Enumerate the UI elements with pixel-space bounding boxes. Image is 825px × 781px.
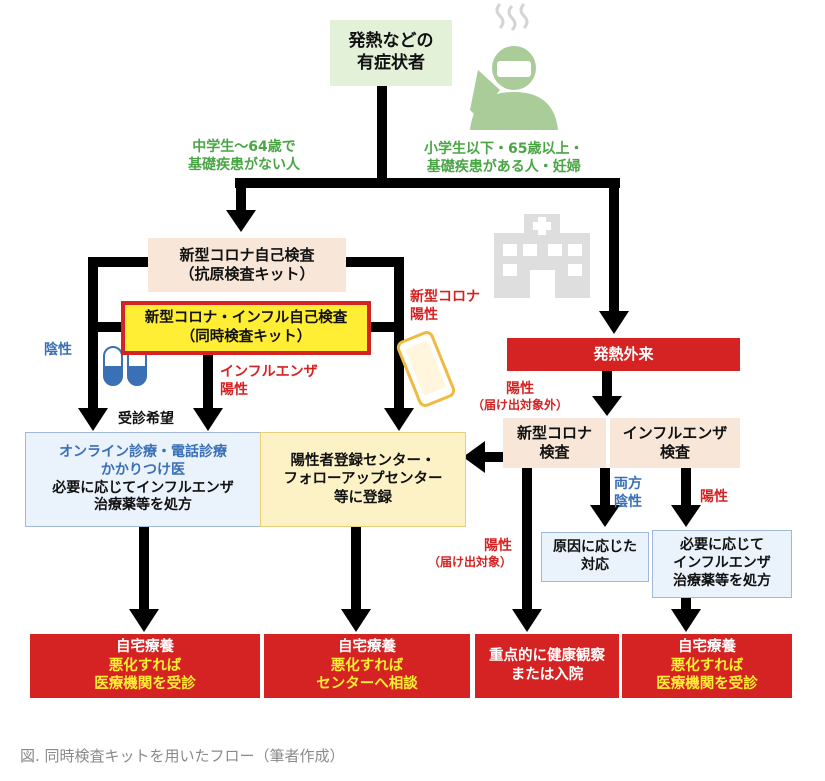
- register-line3: 等に登録: [334, 489, 392, 506]
- register-line2: フォローアップセンター: [283, 471, 443, 488]
- online-line1: オンライン診療・電話診療: [59, 443, 227, 460]
- label-positive-excluded-line1: 陽性: [506, 381, 534, 397]
- corona-test-line1: 新型コロナ: [516, 423, 592, 442]
- home3-line3: 医療機関を受診: [656, 676, 758, 693]
- label-both-negative-line1: 両方: [614, 476, 642, 492]
- self-test-line1: 新型コロナ自己検査: [179, 245, 315, 264]
- self-test-node: 新型コロナ自己検査 （抗原検査キット）: [148, 238, 346, 292]
- prescribe-line3: 治療薬等を処方: [673, 572, 771, 589]
- label-elderly-line2: 基礎疾患がある人・妊婦: [426, 159, 581, 176]
- capsule-pills-icon: [103, 346, 147, 386]
- combo-test-line1: 新型コロナ・インフル自己検査: [144, 310, 348, 327]
- label-corona-positive: 新型コロナ 陽性: [410, 288, 480, 324]
- combo-test-node: 新型コロナ・インフル自己検査 （同時検査キット）: [121, 301, 371, 355]
- fever-clinic-node: 発熱外来: [507, 338, 740, 371]
- home1-line3: 医療機関を受診: [94, 676, 196, 693]
- home-care-node-2: 自宅療養 悪化すれば センターへ相談: [264, 634, 470, 698]
- prescribe-line2: インフルエンザ: [673, 555, 771, 572]
- label-corona-positive-line1: 新型コロナ: [410, 289, 480, 305]
- fever-clinic-label: 発熱外来: [593, 344, 654, 363]
- home2-line3: センターへ相談: [316, 676, 418, 693]
- label-young-line1: 中学生〜64歳で: [192, 139, 296, 155]
- label-positive-reportable: 陽性 （届け出対象）: [428, 537, 512, 571]
- start-node: 発熱などの 有症状者: [330, 20, 452, 86]
- flu-test-line1: インフルエンザ: [622, 423, 728, 442]
- register-line1: 陽性者登録センター・: [290, 452, 436, 469]
- label-positive-excluded: 陽性 （届け出対象外）: [472, 380, 568, 414]
- label-positive-reportable-line2: （届け出対象）: [428, 555, 513, 570]
- combo-test-line2: （同時検査キット）: [180, 329, 312, 345]
- label-positive: 陽性: [700, 489, 728, 505]
- home-care-node-3: 自宅療養 悪化すれば 医療機関を受診: [622, 634, 792, 698]
- cause-node: 原因に応じた 対応: [541, 532, 649, 582]
- online-line4: 治療薬等を処方: [94, 497, 192, 514]
- corona-test-node: 新型コロナ 検査: [503, 418, 606, 468]
- flu-test-node: インフルエンザ 検査: [610, 418, 740, 468]
- home3-line1: 自宅療養: [678, 639, 736, 656]
- flu-test-line2: 検査: [659, 443, 690, 461]
- start-line1: 発熱などの: [348, 31, 434, 52]
- label-elderly-line1: 小学生以下・65歳以上・: [424, 141, 584, 157]
- observe-line1: 重点的に健康観察: [489, 648, 605, 665]
- feverish-person-icon: [470, 2, 558, 130]
- prescribe-line1: 必要に応じて: [680, 537, 764, 554]
- label-wish: 受診希望: [118, 411, 174, 427]
- smartphone-icon: [396, 331, 456, 407]
- online-care-node: オンライン診療・電話診療 かかりつけ医 必要に応じてインフルエンザ 治療薬等を処…: [25, 432, 261, 527]
- figure-caption: 図. 同時検査キットを用いたフロー（筆者作成）: [20, 747, 345, 765]
- home1-line2: 悪化すれば: [108, 657, 182, 674]
- label-young: 中学生〜64歳で 基礎疾患がない人: [188, 138, 300, 174]
- label-young-line2: 基礎疾患がない人: [188, 157, 300, 174]
- label-negative: 陰性: [44, 342, 72, 358]
- label-both-negative: 両方 陰性: [614, 475, 642, 511]
- home3-line2: 悪化すれば: [670, 657, 744, 674]
- label-corona-positive-line2: 陽性: [410, 307, 438, 324]
- self-test-line2: （抗原検査キット）: [179, 265, 315, 283]
- register-node: 陽性者登録センター・ フォローアップセンター 等に登録: [260, 432, 466, 527]
- observe-line2: または入院: [510, 667, 584, 683]
- observe-node: 重点的に健康観察 または入院: [475, 634, 619, 698]
- prescribe-node: 必要に応じて インフルエンザ 治療薬等を処方: [652, 530, 792, 598]
- hospital-icon: [494, 214, 590, 298]
- cause-line1: 原因に応じた: [553, 539, 637, 556]
- corona-test-line2: 検査: [539, 443, 570, 461]
- label-flu-positive-line1: インフルエンザ: [220, 364, 318, 380]
- home1-line1: 自宅療養: [116, 639, 174, 656]
- label-positive-excluded-line2: （届け出対象外）: [472, 398, 569, 413]
- home2-line1: 自宅療養: [338, 639, 396, 656]
- home-care-node-1: 自宅療養 悪化すれば 医療機関を受診: [30, 634, 260, 698]
- label-flu-positive-line2: 陽性: [220, 382, 248, 399]
- label-both-negative-line2: 陰性: [614, 494, 642, 511]
- online-line2: かかりつけ医: [100, 461, 186, 478]
- cause-line2: 対応: [581, 557, 609, 573]
- home2-line2: 悪化すれば: [330, 657, 404, 674]
- start-line2: 有症状者: [357, 53, 425, 73]
- label-flu-positive: インフルエンザ 陽性: [220, 363, 318, 399]
- online-line3: 必要に応じてインフルエンザ: [52, 479, 234, 496]
- label-positive-reportable-line1: 陽性: [484, 538, 513, 554]
- label-elderly: 小学生以下・65歳以上・ 基礎疾患がある人・妊婦: [424, 140, 583, 176]
